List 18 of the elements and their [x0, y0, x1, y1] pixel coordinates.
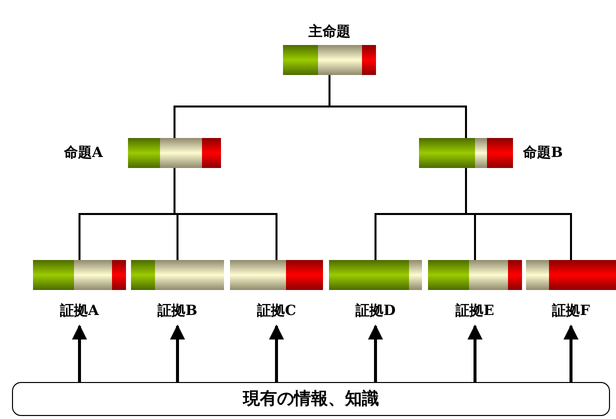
- arrow: [170, 324, 185, 382]
- node-label: 証拠A: [60, 302, 99, 320]
- knowledge-box: 現有の情報、知識: [12, 382, 610, 416]
- node-label: 証拠F: [552, 302, 590, 320]
- node-label: 命題A: [64, 144, 103, 162]
- node-label: 主命題: [308, 23, 350, 41]
- arrow: [468, 324, 482, 382]
- arrow: [564, 324, 578, 382]
- arrow: [269, 324, 284, 382]
- node-label: 証拠E: [456, 302, 494, 320]
- arrow: [72, 324, 87, 382]
- arrow: [368, 324, 383, 382]
- connector-line: [328, 75, 467, 138]
- node-label: 証拠B: [158, 302, 198, 320]
- node-label: 証拠D: [356, 302, 396, 320]
- node-label: 命題B: [523, 144, 563, 162]
- node-label: 証拠C: [257, 302, 296, 320]
- connector-line: [465, 168, 572, 260]
